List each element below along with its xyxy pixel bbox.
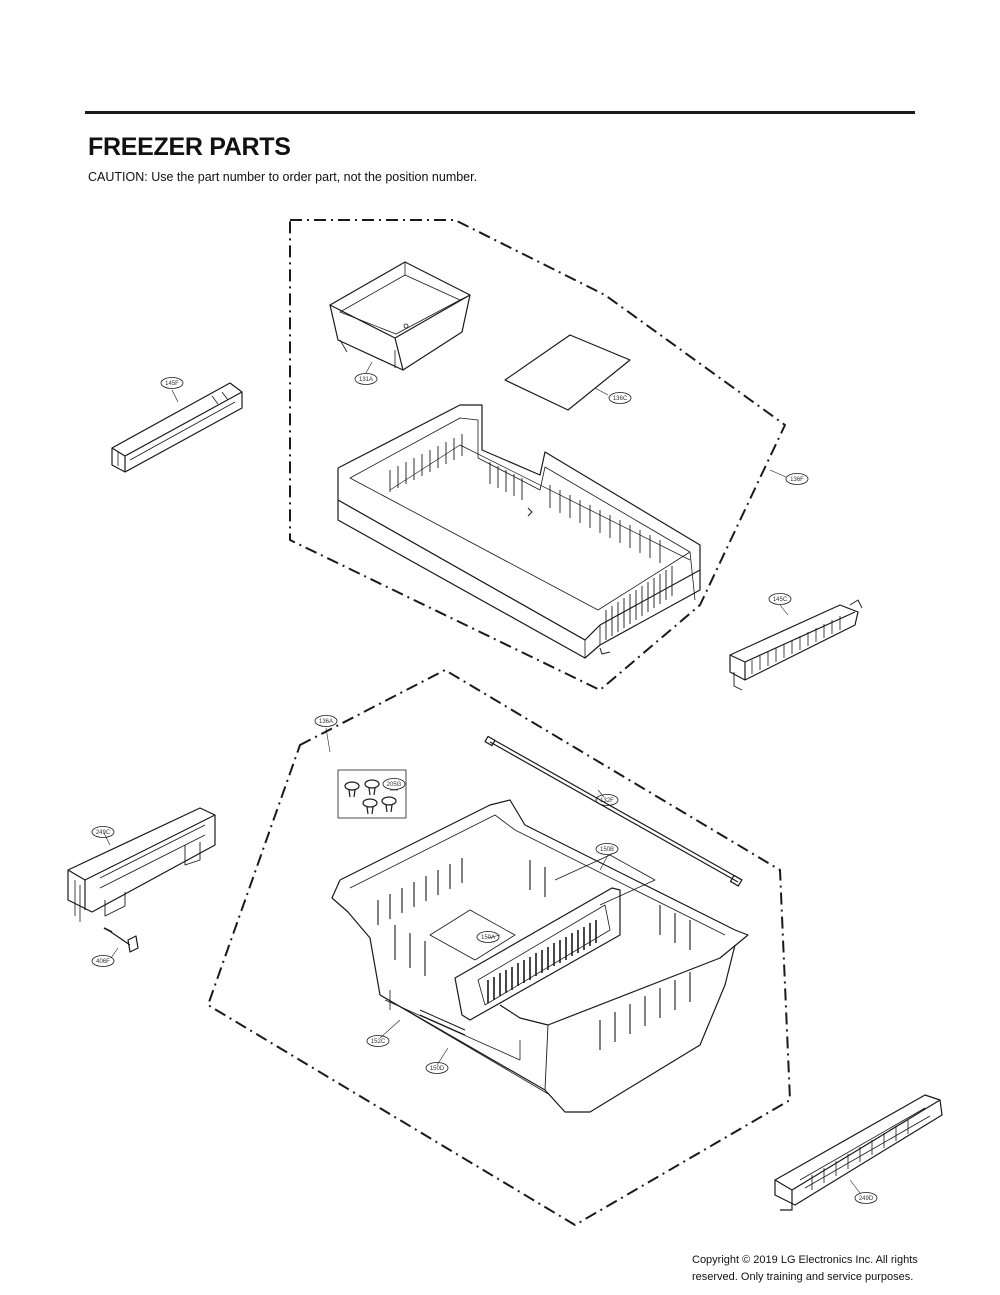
part-136F-drawer bbox=[337, 404, 701, 659]
page-title: FREEZER PARTS bbox=[88, 133, 291, 161]
callout-131A: 131A bbox=[359, 377, 373, 383]
part-145F-left-rail bbox=[111, 382, 243, 473]
callout-150D: 150D bbox=[430, 1066, 445, 1072]
lower-assembly-boundary bbox=[207, 669, 791, 1226]
callout-136C: 136C bbox=[613, 396, 628, 402]
copyright-line-2: reserved. Only training and service purp… bbox=[692, 1271, 914, 1283]
part-136C-sheet bbox=[504, 334, 631, 411]
callout-406F: 406F bbox=[96, 959, 110, 965]
part-150A-divider bbox=[454, 887, 621, 1021]
part-132F-rod bbox=[484, 735, 743, 887]
callout-205G: 205G bbox=[387, 782, 402, 788]
callout-150A: 150A bbox=[481, 935, 495, 941]
callout-249D: 249D bbox=[859, 1196, 874, 1202]
part-205G-caps bbox=[337, 769, 407, 819]
part-150-basket bbox=[331, 799, 749, 1113]
copyright-notice: Copyright © 2019 LG Electronics Inc. All… bbox=[692, 1252, 918, 1286]
callout-136A: 136A bbox=[319, 719, 333, 725]
part-249D-right-slide bbox=[774, 1094, 943, 1211]
part-145C-right-rail bbox=[729, 599, 863, 691]
header-rule bbox=[85, 111, 915, 114]
caution-note: CAUTION: Use the part number to order pa… bbox=[88, 170, 478, 184]
callout-150B: 150B bbox=[600, 847, 614, 853]
callout-136F: 136F bbox=[790, 477, 804, 483]
part-406F-pin bbox=[103, 927, 139, 953]
part-131A-small-tray bbox=[329, 261, 471, 371]
copyright-line-1: Copyright © 2019 LG Electronics Inc. All… bbox=[692, 1254, 918, 1266]
callout-132F: 132F bbox=[600, 798, 614, 804]
callout-145F: 145F bbox=[165, 381, 179, 387]
part-249C-left-slide bbox=[67, 807, 216, 922]
callout-145C: 145C bbox=[773, 597, 788, 603]
callout-bubbles bbox=[91, 373, 878, 1204]
upper-assembly-boundary bbox=[289, 219, 786, 691]
callout-152C: 152C bbox=[371, 1039, 386, 1045]
leader-lines bbox=[103, 361, 861, 1194]
callout-249C: 249C bbox=[96, 830, 111, 836]
